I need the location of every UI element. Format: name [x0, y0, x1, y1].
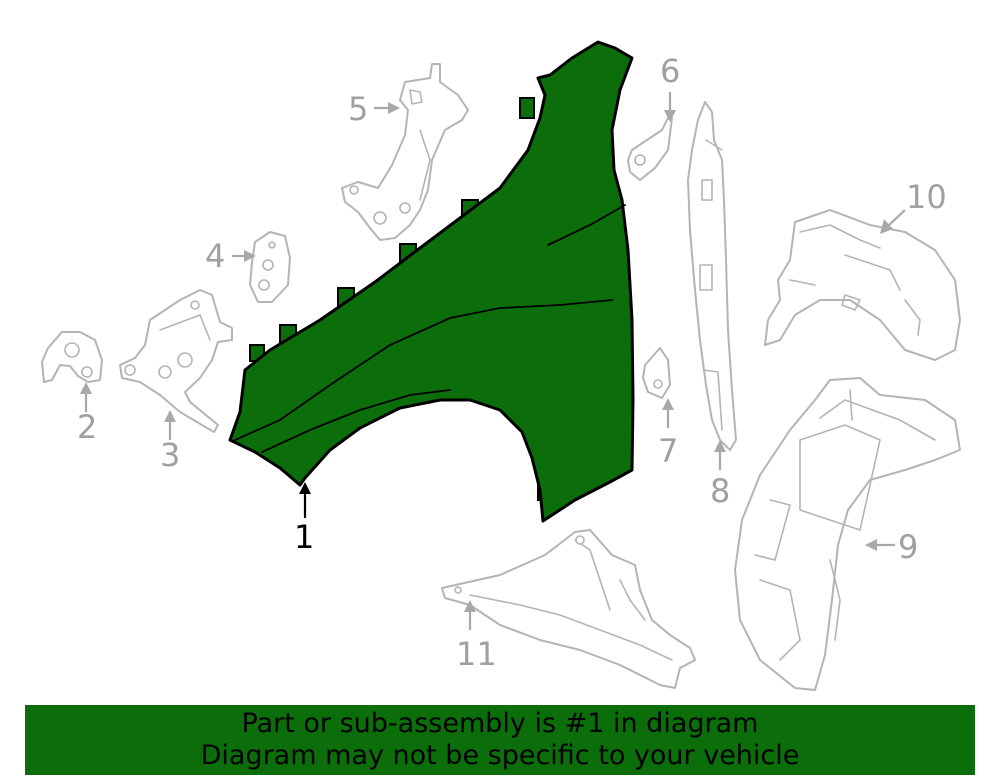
part-2-bracket: [41, 331, 103, 383]
callout-6: 6: [660, 52, 680, 122]
callout-label-9: 9: [898, 528, 918, 566]
callout-10: 10: [880, 178, 947, 234]
callout-label-10: 10: [906, 178, 947, 216]
part-4-bracket: [249, 231, 291, 303]
callout-label-2: 2: [77, 408, 97, 446]
part-1-front-fender[interactable]: [228, 40, 635, 523]
callout-1: 1: [294, 482, 314, 556]
callout-label-4: 4: [205, 237, 225, 275]
callout-4: 4: [205, 237, 256, 275]
callout-label-3: 3: [160, 436, 180, 474]
callout-7: 7: [658, 398, 678, 470]
part-5-upper-bracket: [341, 63, 469, 241]
callout-5: 5: [348, 90, 400, 128]
info-banner: Part or sub-assembly is #1 in diagram Di…: [25, 705, 975, 775]
banner-line-2: Diagram may not be specific to your vehi…: [200, 740, 800, 771]
part-7-bracket: [642, 347, 671, 399]
banner-line-1: Part or sub-assembly is #1 in diagram: [241, 708, 759, 739]
part-6-bracket: [627, 117, 673, 181]
parts-diagram: 1 2 3 4 5 6 7 8 9 10: [41, 40, 961, 691]
callout-11: 11: [456, 600, 497, 673]
callout-8: 8: [710, 440, 730, 510]
callout-label-1: 1: [294, 518, 314, 556]
part-10-wheel-arch-liner: [764, 209, 961, 361]
callout-label-7: 7: [658, 432, 678, 470]
callout-2: 2: [77, 382, 97, 446]
callout-label-11: 11: [456, 635, 497, 673]
callout-label-6: 6: [660, 52, 680, 90]
part-8-vertical-seal: [687, 101, 737, 451]
callout-label-8: 8: [710, 472, 730, 510]
part-9-fender-liner: [734, 377, 961, 691]
part-3-lower-bracket: [119, 289, 233, 433]
callout-9: 9: [865, 528, 918, 566]
callout-label-5: 5: [348, 90, 368, 128]
callout-3: 3: [160, 410, 180, 474]
part-11-splash-shield: [441, 529, 696, 689]
